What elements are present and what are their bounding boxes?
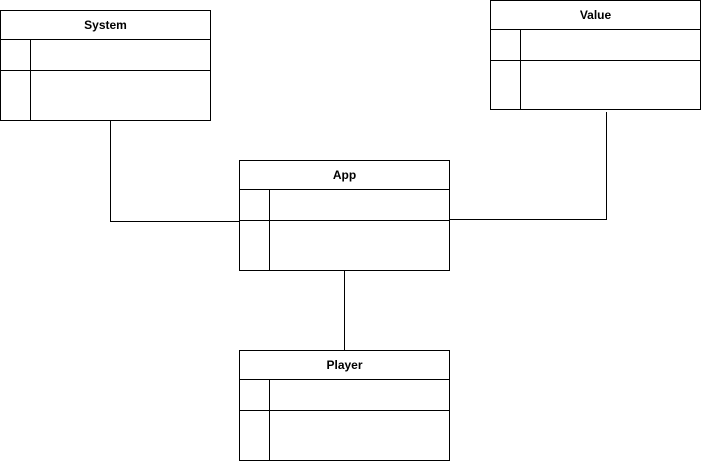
entity-row (491, 61, 700, 109)
entity-row (1, 71, 210, 120)
entity-app[interactable]: App (239, 160, 450, 271)
entity-title: System (1, 11, 210, 40)
entity-row (240, 221, 449, 270)
field-cell (521, 30, 700, 60)
entity-row (240, 190, 449, 221)
key-cell (1, 40, 31, 70)
entity-row (240, 411, 449, 460)
entity-title: App (240, 161, 449, 190)
entity-row (491, 30, 700, 61)
field-cell (270, 380, 449, 410)
key-cell (491, 61, 521, 109)
entity-player[interactable]: Player (239, 350, 450, 461)
key-cell (240, 221, 270, 270)
entity-row (1, 40, 210, 71)
field-cell (270, 221, 449, 270)
entity-row (240, 380, 449, 411)
field-cell (31, 40, 210, 70)
entity-title: Value (491, 1, 700, 30)
entity-title: Player (240, 351, 449, 380)
key-cell (491, 30, 521, 60)
field-cell (521, 61, 700, 109)
field-cell (31, 71, 210, 120)
key-cell (1, 71, 31, 120)
field-cell (270, 190, 449, 220)
entity-value[interactable]: Value (490, 0, 701, 110)
key-cell (240, 411, 270, 460)
key-cell (240, 380, 270, 410)
field-cell (270, 411, 449, 460)
key-cell (240, 190, 270, 220)
entity-system[interactable]: System (0, 10, 211, 121)
